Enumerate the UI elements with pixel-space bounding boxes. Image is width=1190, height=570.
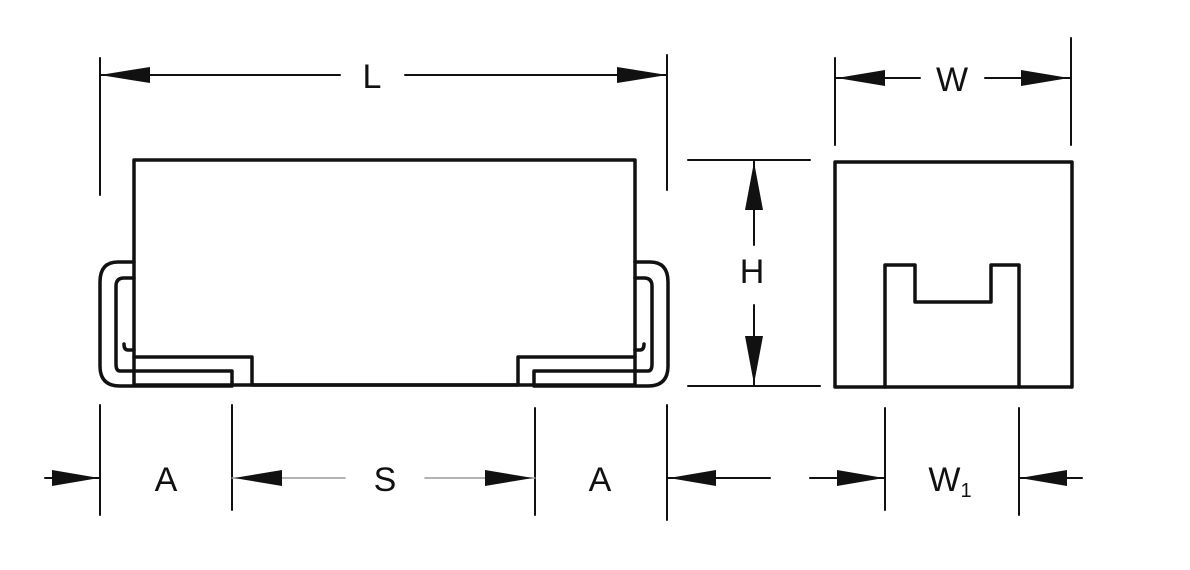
- label-A-right: A: [589, 461, 612, 499]
- H-arrow-bottom: [745, 336, 763, 384]
- dimension-L: L: [99, 54, 668, 196]
- dimension-H: H: [687, 159, 821, 387]
- label-W1-sub: 1: [960, 480, 971, 502]
- S-arrow-left: [234, 470, 282, 486]
- end-view: [833, 160, 1074, 389]
- L-arrow-right: [617, 67, 667, 83]
- W-arrow-left: [837, 70, 885, 86]
- dimension-W: W: [834, 37, 1072, 146]
- right-terminal-inner: [633, 342, 646, 352]
- side-view-body: [132, 158, 637, 387]
- right-terminal-outer: [532, 260, 670, 388]
- label-A-left: A: [155, 461, 178, 499]
- W1-arrow-left-start: [669, 470, 716, 486]
- dimension-W1: W1: [666, 407, 1083, 516]
- end-view-body: [833, 160, 1074, 389]
- W1-arrow-right: [1020, 470, 1067, 486]
- label-H: H: [740, 253, 765, 291]
- end-view-terminal: [883, 263, 1021, 389]
- A-left-arrow: [52, 470, 99, 486]
- S-arrow-right: [485, 470, 533, 486]
- side-view-bottom-edge: [132, 355, 637, 387]
- left-terminal-inner: [122, 342, 136, 352]
- W-arrow-right: [1021, 70, 1069, 86]
- W1-arrow-left-end: [837, 470, 884, 486]
- side-view: [98, 158, 670, 388]
- label-W1: W1: [928, 461, 971, 502]
- H-arrow-top: [745, 162, 763, 210]
- L-arrow-left: [100, 67, 150, 83]
- label-S: S: [374, 461, 397, 499]
- label-W: W: [936, 61, 968, 99]
- label-L: L: [363, 58, 382, 96]
- dimension-A-S-A: A S A: [44, 404, 668, 521]
- label-W1-main: W: [928, 461, 960, 499]
- left-terminal-outer: [98, 260, 234, 388]
